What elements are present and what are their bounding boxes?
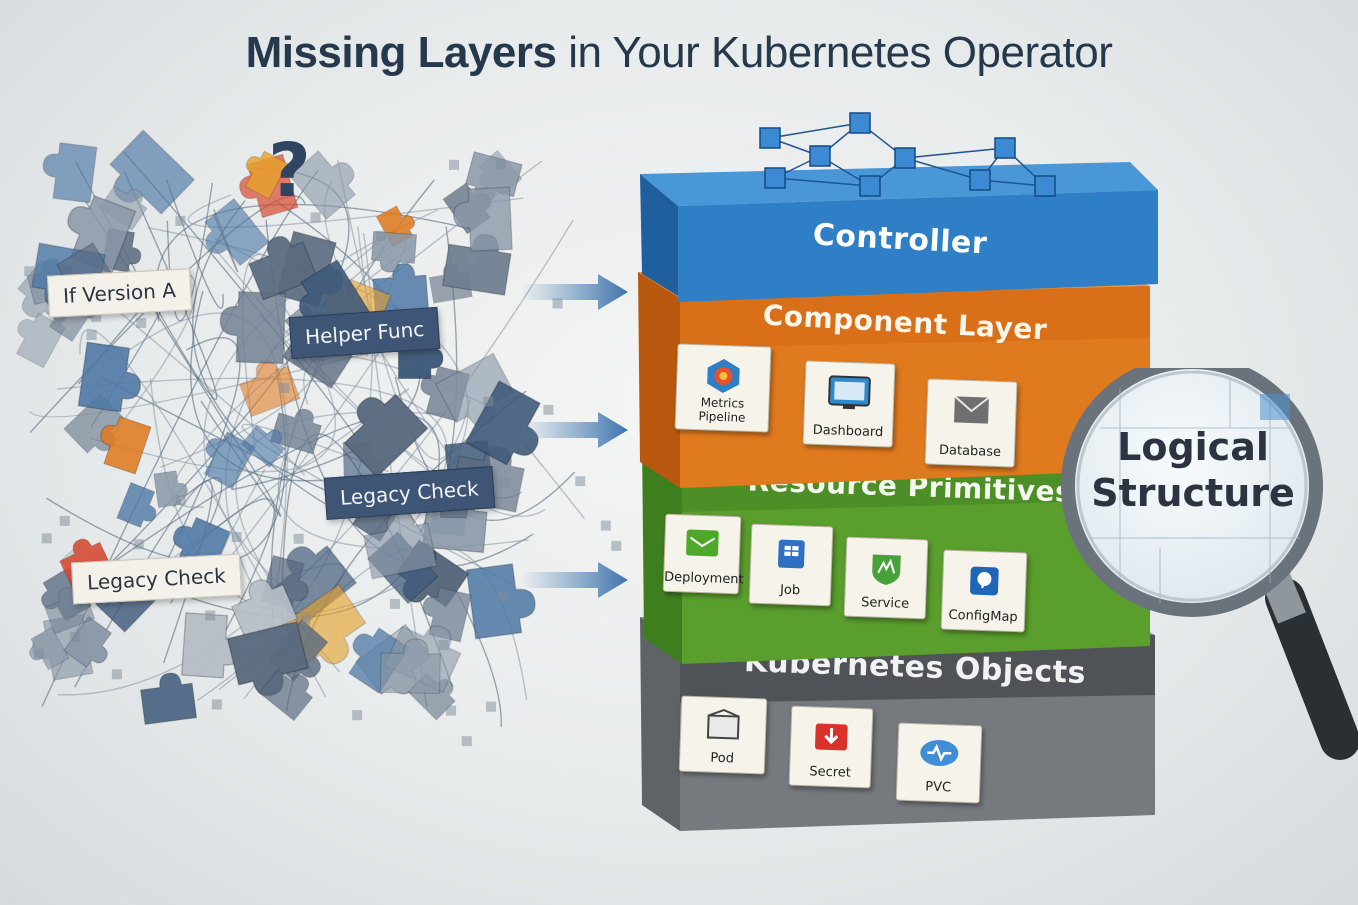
card-metrics-pipeline: Metrics Pipeline — [675, 343, 772, 432]
card-pod: Pod — [679, 696, 768, 775]
job-icon — [772, 535, 811, 572]
pod-icon — [704, 707, 743, 742]
metrics-pipeline-icon — [702, 355, 745, 396]
network-nodes-icon — [740, 108, 1100, 208]
card-job: Job — [749, 524, 834, 607]
question-mark: ? — [268, 128, 311, 214]
card-service: Service — [844, 537, 929, 620]
logical-structure-label: Logical Structure — [1088, 424, 1298, 516]
card-database: Database — [925, 378, 1018, 467]
card-configmap: ConfigMap — [941, 550, 1028, 633]
card-deployment: Deployment — [663, 514, 742, 595]
database-icon — [949, 390, 994, 430]
tangled-pieces — [0, 0, 640, 905]
arrow-icon — [520, 560, 630, 600]
arrow-icon — [520, 272, 630, 312]
service-icon — [867, 548, 906, 587]
note-legacy-check-light: Legacy Check — [71, 554, 242, 605]
secret-icon — [811, 717, 852, 754]
card-dashboard: Dashboard — [803, 360, 896, 447]
arrow-icon — [520, 410, 630, 450]
deployment-icon — [682, 525, 723, 560]
note-if-version-a: If Version A — [47, 268, 192, 317]
dashboard-icon — [825, 372, 874, 412]
configmap-icon — [965, 561, 1004, 600]
card-secret: Secret — [789, 706, 874, 789]
card-pvc: PVC — [896, 723, 983, 804]
pvc-icon — [917, 734, 962, 770]
